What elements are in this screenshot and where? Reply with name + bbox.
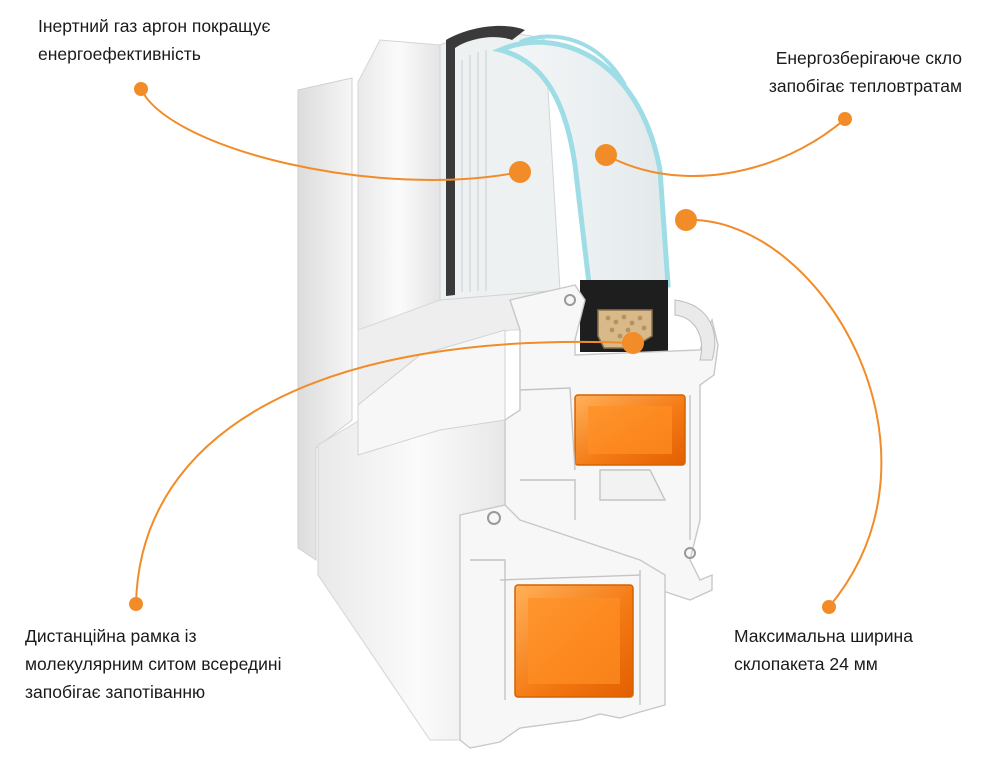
sash-gasket <box>674 299 716 361</box>
glazing-unit <box>439 25 671 301</box>
callout-spacer-line: запобігає запотіванню <box>25 682 206 702</box>
leader-lines <box>135 88 883 608</box>
outer-glass-pane <box>492 39 671 295</box>
callout-spacer: Дистанційна рамка із молекулярним ситом … <box>25 622 281 706</box>
dot-width-label <box>822 600 836 614</box>
leader-argon <box>140 88 521 181</box>
frame-reinforcement-inner <box>528 598 620 684</box>
dot-argon-target <box>509 161 531 183</box>
inner-glass-pane <box>519 34 627 86</box>
sash-profile <box>504 284 719 601</box>
callout-argon-line: енергоефективність <box>38 44 201 64</box>
dot-argon-label <box>134 82 148 96</box>
dot-spacer-target <box>622 332 644 354</box>
frame-chamber-walls <box>470 559 641 705</box>
frame-screw-hole <box>487 511 501 525</box>
leader-glass <box>605 118 846 177</box>
callout-glass-line: Енергозберігаюче скло <box>775 48 962 68</box>
frame-body <box>297 39 561 741</box>
callout-glass: Енергозберігаюче скло запобігає тепловтр… <box>769 44 962 100</box>
leader-spacer <box>135 340 634 605</box>
callout-spacer-line: молекулярним ситом всередині <box>25 654 282 674</box>
sash-reinforcement-inner <box>588 406 672 454</box>
inner-pane-dark-edge <box>446 25 525 296</box>
callout-glass-line: запобігає тепловтратам <box>768 76 962 96</box>
callout-spacer-line: Дистанційна рамка із <box>25 626 197 646</box>
callout-width-line: склопакета 24 мм <box>734 654 878 674</box>
callout-width: Максимальна ширина склопакета 24 мм <box>734 622 913 678</box>
frame-outer-wall <box>297 77 353 561</box>
sash-side-panel <box>357 39 441 331</box>
callout-dots <box>129 82 852 614</box>
leader-width <box>685 218 883 608</box>
dot-glass-target <box>595 144 617 166</box>
callout-argon-line: Інертний газ аргон покращує <box>38 16 271 36</box>
sash-chamber-walls <box>519 387 691 540</box>
callout-width-line: Максимальна ширина <box>734 626 913 646</box>
argon-texture <box>461 50 487 292</box>
dot-spacer-label <box>129 597 143 611</box>
sash-screw-hole-2 <box>684 547 696 559</box>
dot-width-target <box>675 209 697 231</box>
callout-argon: Інертний газ аргон покращує енергоефекти… <box>38 12 270 68</box>
frame-profile <box>459 504 666 749</box>
dot-glass-label <box>838 112 852 126</box>
sash-screw-hole <box>564 294 576 306</box>
